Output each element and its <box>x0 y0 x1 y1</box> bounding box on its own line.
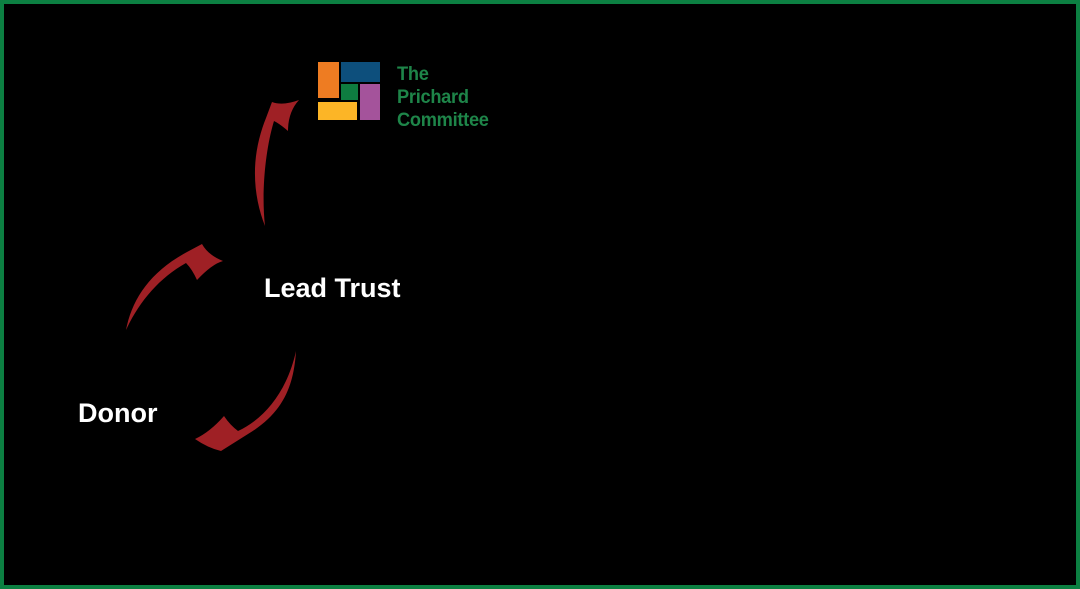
logo-square-orange <box>318 62 339 98</box>
prichard-committee-logo-mark <box>318 62 380 120</box>
arrows-layer <box>126 100 299 451</box>
node-label-lead-trust: Lead Trust <box>264 273 401 303</box>
prichard-committee-logo: The Prichard Committee <box>318 62 492 132</box>
logo-square-green <box>341 84 358 100</box>
arrow-lead-trust-to-committee-icon <box>254 100 299 226</box>
arrow-donor-to-lead-trust-icon <box>126 244 223 330</box>
logo-square-purple <box>360 84 380 120</box>
arrow-lead-trust-to-donor-icon <box>195 351 296 451</box>
node-label-donor: Donor <box>78 398 158 428</box>
prichard-committee-logo-text: The Prichard Committee <box>397 63 489 132</box>
logo-text-line-2: Prichard <box>397 87 469 108</box>
logo-text-line-1: The <box>397 64 429 85</box>
logo-text-line-3: Committee <box>397 110 489 131</box>
logo-square-yellow <box>318 102 357 120</box>
logo-square-blue <box>341 62 380 82</box>
